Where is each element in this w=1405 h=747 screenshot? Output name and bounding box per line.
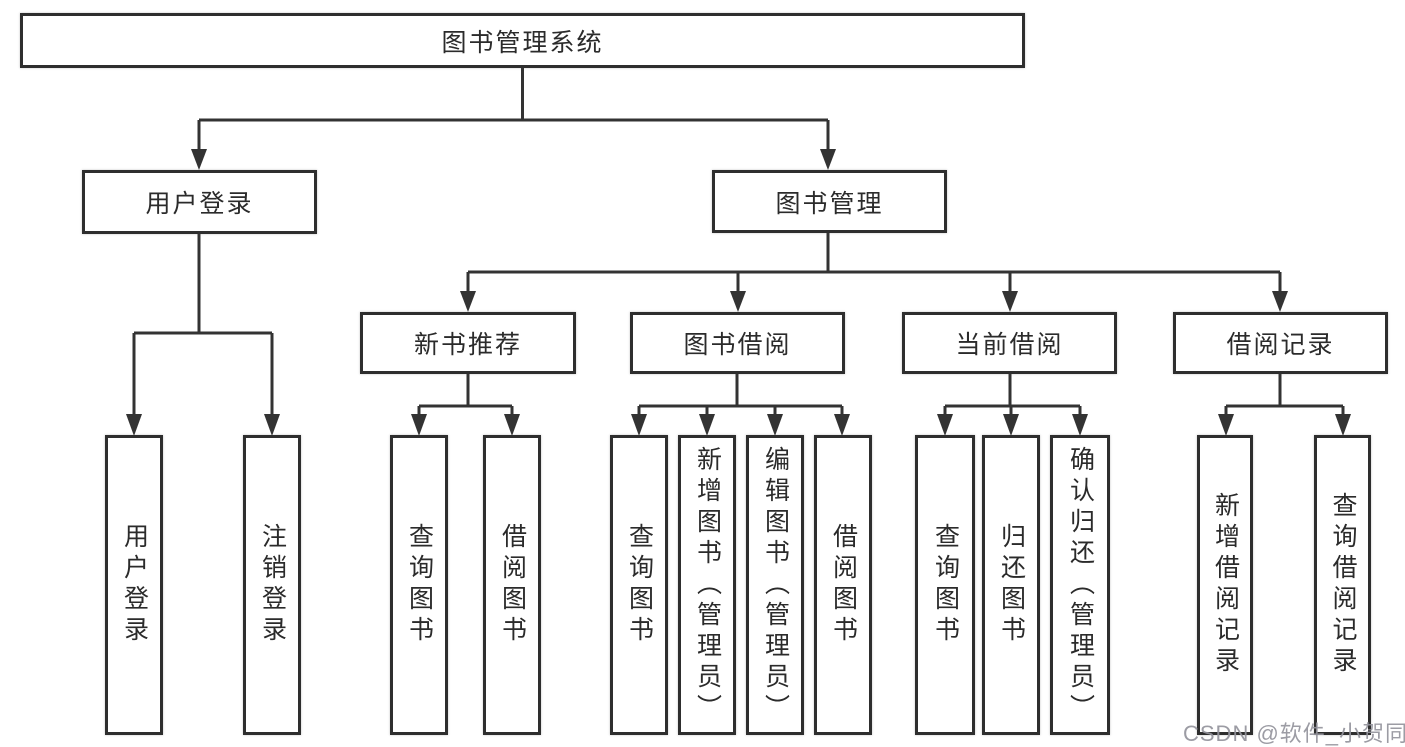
leaf-borrow-books-recommend: 借阅图书 — [483, 435, 541, 735]
node-new-book-recommend: 新书推荐 — [360, 312, 576, 374]
leaf-edit-books-admin-label: 编辑图书（管理员） — [761, 445, 790, 725]
leaf-borrow-books-label: 借阅图书 — [829, 523, 858, 647]
leaf-add-borrow-record-label: 新增借阅记录 — [1211, 492, 1240, 678]
node-book-management: 图书管理 — [712, 170, 947, 233]
node-book-borrow-label: 图书借阅 — [683, 331, 792, 359]
leaf-borrow-books: 借阅图书 — [814, 435, 872, 735]
leaf-user-login-label: 用户登录 — [120, 523, 149, 647]
leaf-add-borrow-record: 新增借阅记录 — [1197, 435, 1253, 735]
node-new-book-recommend-label: 新书推荐 — [413, 331, 522, 359]
leaf-edit-books-admin: 编辑图书（管理员） — [746, 435, 804, 735]
node-user-login: 用户登录 — [82, 170, 317, 234]
leaf-query-books-recommend-label: 查询图书 — [405, 523, 434, 647]
node-borrow-record: 借阅记录 — [1173, 312, 1388, 374]
node-current-borrow-label: 当前借阅 — [955, 331, 1064, 359]
leaf-query-books-current: 查询图书 — [915, 435, 975, 735]
node-book-borrow: 图书借阅 — [630, 312, 845, 374]
leaf-logout: 注销登录 — [243, 435, 301, 735]
node-borrow-record-label: 借阅记录 — [1226, 331, 1335, 359]
leaf-query-books-borrow-label: 查询图书 — [625, 523, 654, 647]
leaf-borrow-books-recommend-label: 借阅图书 — [498, 523, 527, 647]
leaf-confirm-return-admin-label: 确认归还（管理员） — [1066, 445, 1095, 725]
csdn-watermark: CSDN @软件_小贺同学 — [1183, 721, 1405, 746]
leaf-return-books-label: 归还图书 — [997, 523, 1026, 647]
leaf-add-books-admin-label: 新增图书（管理员） — [693, 445, 722, 725]
leaf-return-books: 归还图书 — [982, 435, 1040, 735]
node-root-label: 图书管理系统 — [441, 28, 604, 57]
leaf-add-books-admin: 新增图书（管理员） — [678, 435, 736, 735]
leaf-query-borrow-record: 查询借阅记录 — [1314, 435, 1371, 735]
node-current-borrow: 当前借阅 — [902, 312, 1117, 374]
leaf-user-login: 用户登录 — [105, 435, 163, 735]
leaf-logout-label: 注销登录 — [258, 523, 287, 647]
leaf-query-books-recommend: 查询图书 — [390, 435, 448, 735]
leaf-confirm-return-admin: 确认归还（管理员） — [1050, 435, 1110, 735]
node-book-management-label: 图书管理 — [775, 189, 884, 218]
node-root: 图书管理系统 — [20, 13, 1025, 68]
leaf-query-borrow-record-label: 查询借阅记录 — [1329, 492, 1357, 678]
leaf-query-books-borrow: 查询图书 — [610, 435, 668, 735]
leaf-query-books-current-label: 查询图书 — [931, 523, 960, 647]
node-user-login-label: 用户登录 — [145, 190, 254, 218]
